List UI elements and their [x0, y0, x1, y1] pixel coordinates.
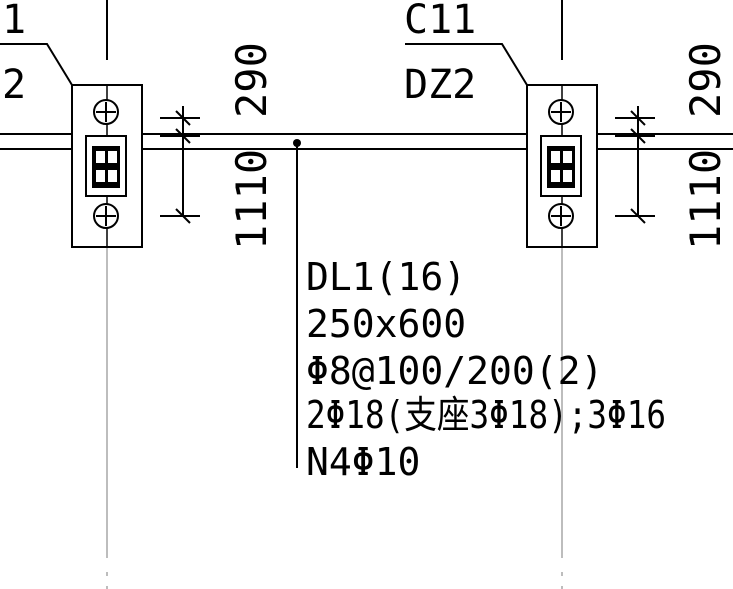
column-left-tag-top: 1: [2, 0, 26, 43]
column-section-icon: [540, 135, 582, 197]
column-right-leader: [405, 43, 528, 86]
beam-name: DL1(16): [306, 255, 466, 299]
beam-annotation: DL1(16) 250x600 Φ8@100/200(2) 2Φ18(支座3Φ1…: [306, 255, 666, 484]
circle-plus-icon: [93, 203, 119, 229]
column-left-leader: [0, 43, 73, 86]
dimension-right-lower: 1110: [681, 149, 730, 250]
grid-axes: [106, 245, 563, 589]
dimension-left-lower: 1110: [227, 149, 276, 250]
column-left-tag-bottom: 2: [2, 62, 26, 108]
column-right-tag-top: C11: [404, 0, 476, 43]
circle-plus-icon: [548, 99, 574, 125]
column-left: 1 2 290 1110: [0, 0, 276, 250]
beam-section: 250x600: [306, 302, 466, 346]
beam-longitudinal-bars: 2Φ18(支座3Φ18);3Φ16: [306, 393, 666, 437]
dimension-left-upper: 290: [227, 42, 276, 118]
column-section-icon: [85, 135, 127, 197]
beam-stirrups: Φ8@100/200(2): [306, 349, 603, 393]
column-right: C11 DZ2 290 1110: [404, 0, 730, 250]
axis-stubs: [106, 0, 563, 60]
beam-side-bars: N4Φ10: [306, 440, 420, 484]
dimension-left: [160, 106, 200, 224]
dimension-right: [615, 106, 655, 224]
circle-plus-icon: [548, 203, 574, 229]
circle-plus-icon: [93, 99, 119, 125]
dimension-right-upper: 290: [681, 42, 730, 118]
column-right-tag-bottom: DZ2: [404, 62, 476, 108]
beam-annotation-leader: [293, 139, 301, 468]
